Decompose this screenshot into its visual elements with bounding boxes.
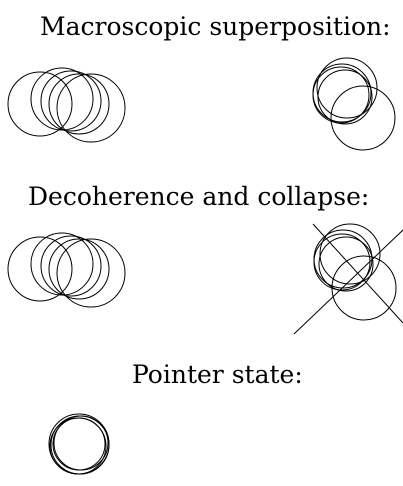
circle-outline bbox=[56, 73, 126, 143]
circle-outline bbox=[317, 69, 373, 125]
heading-pointer-state: Pointer state: bbox=[132, 360, 303, 389]
circle-outline bbox=[7, 71, 73, 137]
decoherence-cluster-left bbox=[7, 232, 126, 308]
circle-outline bbox=[48, 73, 110, 135]
circle-outline bbox=[40, 235, 102, 297]
collapse-cluster-right bbox=[293, 223, 403, 335]
circle-outline bbox=[7, 236, 73, 302]
circle-outline bbox=[48, 238, 110, 300]
circle-outline bbox=[316, 57, 378, 119]
collapse-cross-line bbox=[293, 229, 403, 335]
circle-outline bbox=[52, 417, 106, 471]
pointer-state-cluster bbox=[48, 413, 110, 475]
circle-outline bbox=[330, 85, 396, 151]
heading-macroscopic-superposition: Macroscopic superposition: bbox=[40, 12, 391, 41]
heading-decoherence-and-collapse: Decoherence and collapse: bbox=[28, 182, 370, 211]
circle-outline bbox=[30, 232, 94, 296]
circle-outline bbox=[318, 236, 374, 292]
superposition-cluster-right bbox=[312, 57, 396, 151]
circle-outline bbox=[56, 238, 126, 308]
circle-outline bbox=[30, 67, 94, 131]
superposition-cluster-left bbox=[7, 67, 126, 143]
circle-outline bbox=[331, 255, 397, 321]
circle-outline bbox=[319, 223, 381, 285]
circle-outline bbox=[40, 70, 102, 132]
circle-outline bbox=[312, 66, 370, 124]
